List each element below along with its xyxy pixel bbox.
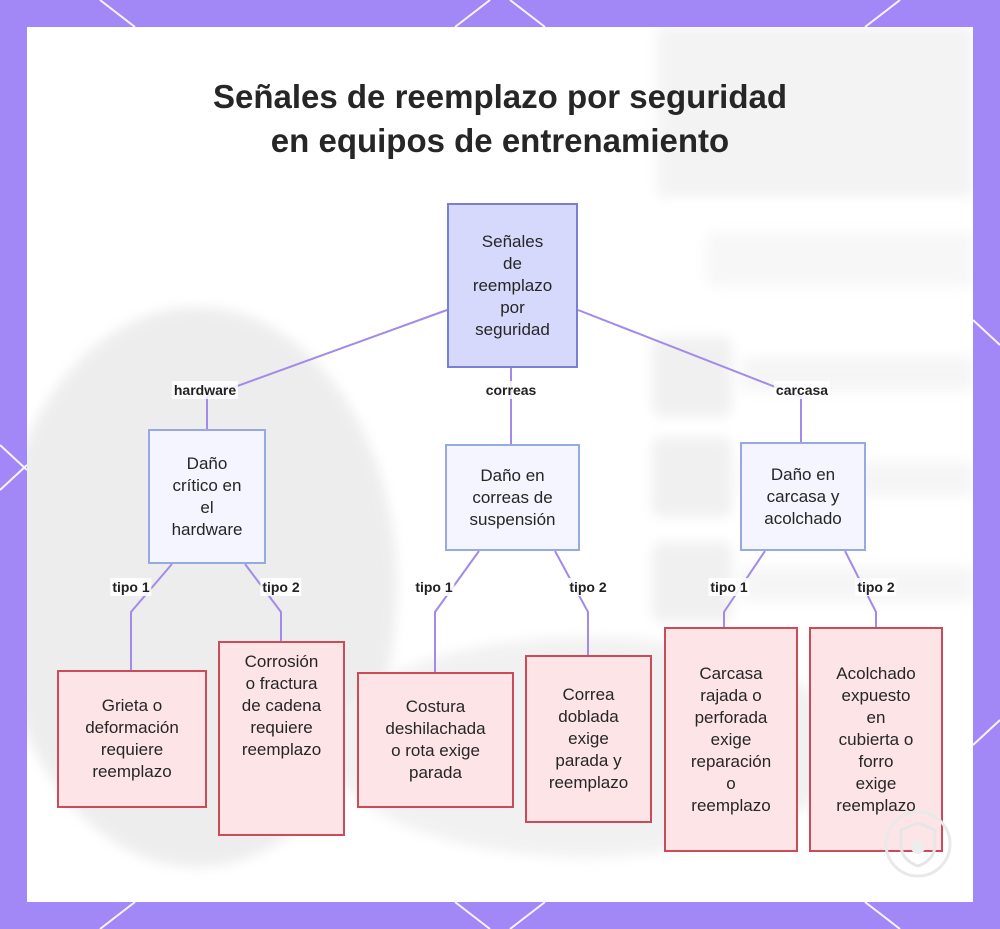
root-node-label: Señales de reemplazo por seguridad [473,231,552,341]
category-node-label: Daño en correas de suspensión [469,465,555,531]
shield-icon [883,809,953,879]
edge-label-correas-tipo1: tipo 1 [413,578,454,596]
edge-root-carcasa [578,310,801,442]
edge-label-hardware-tipo2: tipo 2 [260,578,301,596]
diagram-panel: Señales de reemplazo por seguridad en eq… [27,27,973,902]
edge-label-hardware: hardware [172,381,238,399]
edge-correas-tipo2 [555,551,588,655]
leaf-node-label: Grieta o deformación requiere reemplazo [85,695,179,783]
edge-label-hardware-tipo1: tipo 1 [110,578,151,596]
root-node: Señales de reemplazo por seguridad [447,203,578,368]
edge-label-correas-tipo2: tipo 2 [567,578,608,596]
category-node-label: Daño crítico en el hardware [172,453,243,541]
edge-hardware-tipo2 [245,564,281,641]
leaf-node-corrosion: Corrosión o fractura de cadena requiere … [218,641,345,836]
leaf-node-carcasa-rajada: Carcasa rajada o perforada exige reparac… [664,627,798,852]
category-node-carcasa: Daño en carcasa y acolchado [740,442,866,551]
leaf-node-label: Costura deshilachada o rota exige parada [385,696,485,784]
category-node-hardware: Daño crítico en el hardware [148,429,266,564]
leaf-node-label: Carcasa rajada o perforada exige reparac… [691,663,771,817]
category-node-correas: Daño en correas de suspensión [445,444,580,551]
category-node-label: Daño en carcasa y acolchado [764,464,842,530]
edge-root-hardware [207,310,447,429]
leaf-node-grieta: Grieta o deformación requiere reemplazo [57,670,207,808]
edge-label-carcasa-tipo1: tipo 1 [708,578,749,596]
edge-correas-tipo1 [435,551,479,672]
leaf-node-label: Acolchado expuesto en cubierta o forro e… [836,663,915,817]
leaf-node-costura: Costura deshilachada o rota exige parada [357,672,514,808]
edge-label-carcasa: carcasa [774,381,830,399]
edge-label-carcasa-tipo2: tipo 2 [855,578,896,596]
edge-label-correas: correas [484,381,539,399]
leaf-node-label: Corrosión o fractura de cadena requiere … [242,651,321,761]
leaf-node-label: Correa doblada exige parada y reemplazo [549,684,628,794]
leaf-node-correa-doblada: Correa doblada exige parada y reemplazo [525,655,652,823]
